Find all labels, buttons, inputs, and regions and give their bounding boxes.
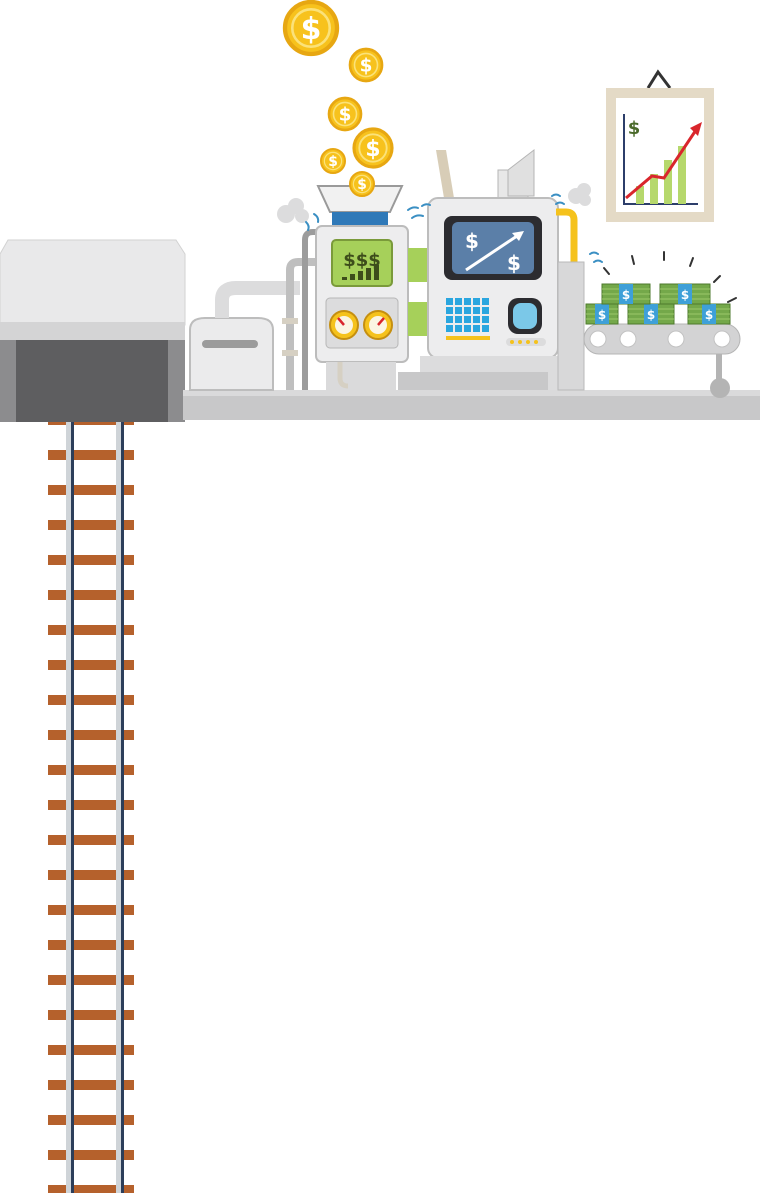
processing-machine: $ $ xyxy=(398,148,560,390)
side-column xyxy=(556,208,585,391)
sparkle-lines xyxy=(603,251,737,303)
coin-icon: $ xyxy=(320,148,346,174)
money-stack: $ xyxy=(627,303,675,325)
dollar-icon: $ xyxy=(339,105,352,126)
panel-bars xyxy=(342,265,379,280)
rail-tie xyxy=(48,660,134,670)
rail-tie xyxy=(48,1115,134,1125)
rail-tie xyxy=(48,940,134,950)
money-stack: $ xyxy=(585,303,619,325)
dollar-icon: $ xyxy=(357,177,367,193)
gauge-icon xyxy=(329,310,359,340)
money-stack: $ xyxy=(601,283,651,305)
conveyor-belt xyxy=(583,323,741,398)
storage-tank xyxy=(189,281,300,391)
rail-tie xyxy=(48,450,134,460)
rail-tie xyxy=(48,800,134,810)
rail-tie xyxy=(48,905,134,915)
coin-icon: $ xyxy=(348,47,384,83)
rail-tie xyxy=(48,1080,134,1090)
chart-icon xyxy=(623,114,702,205)
coin-icon: $ xyxy=(352,127,394,169)
rail xyxy=(116,340,124,1193)
rail-tie xyxy=(48,555,134,565)
dollar-icon: $ xyxy=(360,56,373,77)
panel-text: $$$ xyxy=(343,250,381,271)
rail-tie xyxy=(48,975,134,985)
rail xyxy=(66,340,74,1193)
coin-icon: $ xyxy=(349,171,375,197)
railroad-track xyxy=(48,340,134,1193)
rail-tie xyxy=(48,1010,134,1020)
falling-coins: $ $ $ $ $ $ xyxy=(282,0,394,197)
money-stack: $ xyxy=(659,283,711,305)
factory-platform xyxy=(183,390,760,420)
dollar-icon: $ xyxy=(598,308,606,322)
keypad xyxy=(446,298,489,332)
screen-symbol-2: $ xyxy=(507,251,521,275)
money-stack: $ xyxy=(687,303,731,325)
rail-tie xyxy=(48,1150,134,1160)
rail-tie xyxy=(48,1185,134,1193)
rail-tie xyxy=(48,520,134,530)
dollar-icon: $ xyxy=(365,137,380,162)
dollar-icon: $ xyxy=(705,308,713,322)
rail-tie xyxy=(48,485,134,495)
rail-tie xyxy=(48,870,134,880)
steam-icon xyxy=(568,183,591,206)
framed-chart: $ xyxy=(606,69,714,222)
gauge-icon xyxy=(363,310,393,340)
motion-marks xyxy=(305,193,603,263)
rail-edge xyxy=(71,340,74,1193)
rail-tie xyxy=(48,730,134,740)
pipes xyxy=(282,229,320,390)
rail-tie xyxy=(48,1045,134,1055)
coin-icon: $ xyxy=(327,96,363,132)
dollar-icon: $ xyxy=(328,154,338,170)
chart-dollar: $ xyxy=(628,118,641,139)
dollar-icon: $ xyxy=(301,12,322,47)
screen-symbol-1: $ xyxy=(465,229,479,253)
coin-hopper-machine: $$$ xyxy=(315,185,409,390)
rail-tie xyxy=(48,590,134,600)
dollar-icon: $ xyxy=(647,308,655,322)
dollar-icon: $ xyxy=(681,288,689,302)
tunnel-block xyxy=(0,239,186,422)
money-stacks: $ $ $ $ $ xyxy=(585,283,731,325)
coin-icon: $ xyxy=(282,0,340,57)
rail-tie xyxy=(48,765,134,775)
rail-tie xyxy=(48,695,134,705)
arrow-icon xyxy=(465,231,524,272)
dollar-icon: $ xyxy=(622,288,630,302)
rail-tie xyxy=(48,835,134,845)
rail-tie xyxy=(48,625,134,635)
rail-edge xyxy=(121,340,124,1193)
steam-icon xyxy=(277,198,309,223)
